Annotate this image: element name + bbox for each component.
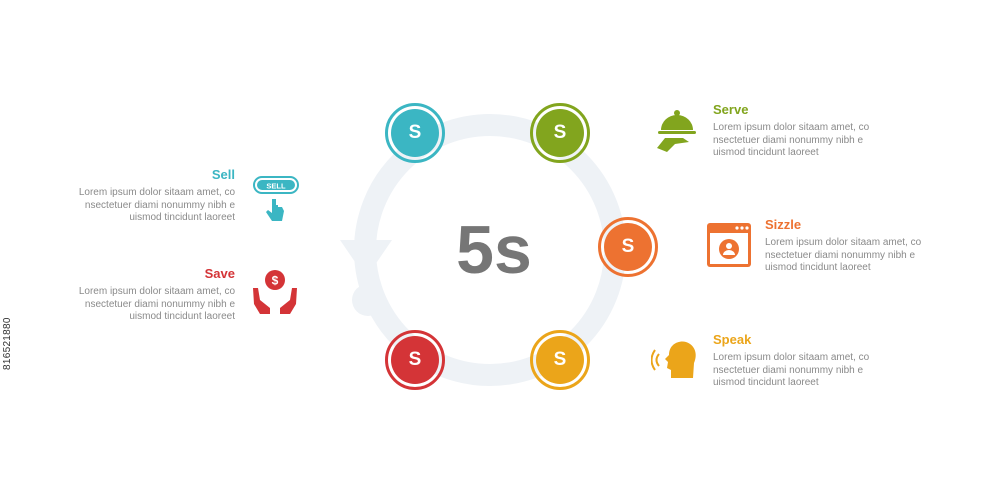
node-sizzle: S <box>598 217 658 277</box>
node-save-letter: S <box>391 336 439 384</box>
node-serve-letter: S <box>536 109 584 157</box>
label-sizzle-desc: Lorem ipsum dolor sitaam amet, co nsecte… <box>765 237 922 273</box>
label-serve-desc: Lorem ipsum dolor sitaam amet, co nsecte… <box>713 122 870 158</box>
speaking-head-icon <box>651 341 696 378</box>
label-sell-title: Sell <box>211 167 235 182</box>
node-speak: S <box>530 330 590 390</box>
label-speak: Speak Lorem ipsum dolor sitaam amet, co … <box>713 332 883 390</box>
sell-button-text: SELL <box>266 182 286 191</box>
node-sell: S <box>385 103 445 163</box>
label-save: Save Lorem ipsum dolor sitaam amet, co n… <box>65 266 235 324</box>
label-sell: Sell Lorem ipsum dolor sitaam amet, co n… <box>65 167 235 225</box>
label-sizzle: Sizzle Lorem ipsum dolor sitaam amet, co… <box>765 217 935 275</box>
label-save-desc: Lorem ipsum dolor sitaam amet, co nsecte… <box>78 286 235 322</box>
node-sizzle-letter: S <box>604 223 652 271</box>
sell-button-tap-icon: SELL <box>253 176 299 221</box>
node-sell-letter: S <box>391 109 439 157</box>
label-sizzle-title: Sizzle <box>765 217 802 232</box>
node-serve: S <box>530 103 590 163</box>
svg-text:$: $ <box>272 274 279 288</box>
cycle-arrowhead-icon <box>340 240 392 278</box>
serving-cloche-icon <box>657 110 696 152</box>
cycle-start-dot <box>352 284 384 316</box>
browser-profile-icon <box>707 223 751 267</box>
label-save-title: Save <box>204 266 235 281</box>
center-title: 5s <box>456 212 532 288</box>
label-serve: Serve Lorem ipsum dolor sitaam amet, co … <box>713 102 883 160</box>
hands-coin-icon: $ <box>253 270 297 314</box>
label-speak-title: Speak <box>713 332 752 347</box>
node-speak-letter: S <box>536 336 584 384</box>
label-sell-desc: Lorem ipsum dolor sitaam amet, co nsecte… <box>78 187 235 223</box>
node-save: S <box>385 330 445 390</box>
label-speak-desc: Lorem ipsum dolor sitaam amet, co nsecte… <box>713 352 870 388</box>
stock-id: 816521880 <box>2 317 13 370</box>
label-serve-title: Serve <box>713 102 749 117</box>
